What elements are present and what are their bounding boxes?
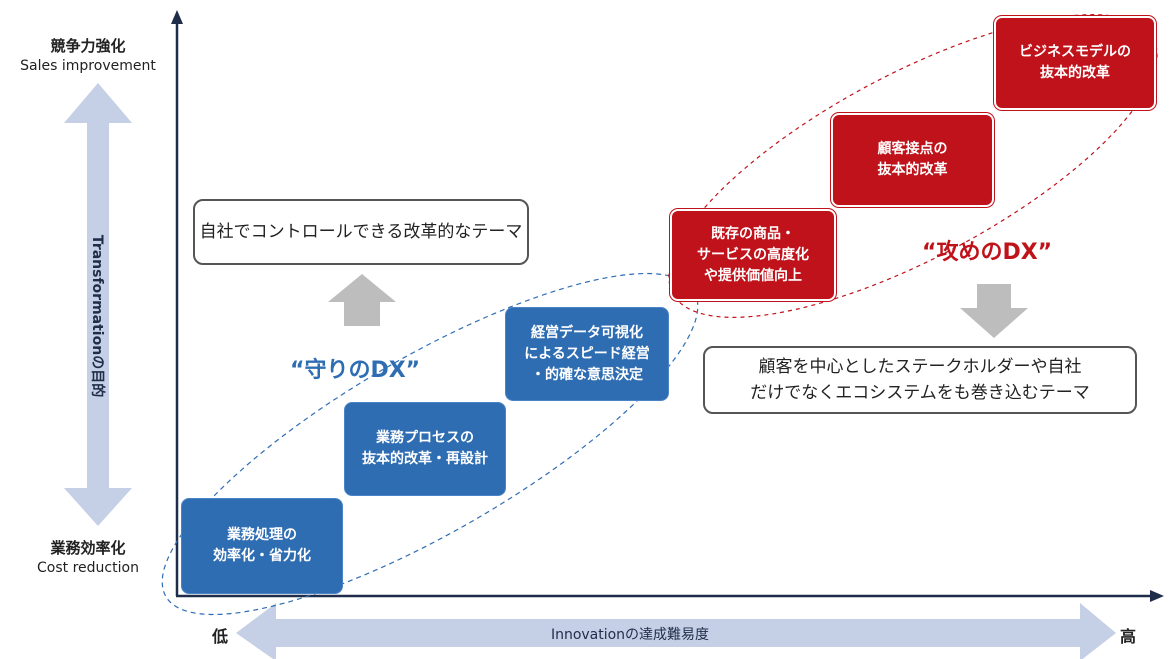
up-arrow [328, 274, 396, 326]
vertical-double-arrow [64, 83, 132, 526]
defensive-step-2: 業務プロセスの 抜本的改革・再設計 [344, 402, 506, 496]
x-axis-high-label: 高 [1120, 627, 1137, 646]
y-axis-bottom-label-en: Cost reduction [37, 560, 139, 576]
offensive-step-3: ビジネスモデルの 抜本的改革 [994, 16, 1156, 110]
y-axis-top-label: 競争力強化 Sales improvement [8, 36, 168, 76]
offensive-dx-label: “攻めのDX” [922, 240, 1053, 265]
offensive-theme-box: 顧客を中心としたステークホルダーや自社 だけでなくエコシステムをも巻き込むテーマ [703, 346, 1137, 414]
x-axis-low-label: 低 [212, 627, 229, 646]
defensive-step-3: 経営データ可視化 によるスピード経営 ・的確な意思決定 [505, 307, 669, 401]
x-axis-arrow-label: Innovationの達成難易度 [550, 627, 710, 643]
y-axis-arrow-label: Transformationの目的 [89, 234, 105, 398]
y-axis-arrowhead [171, 10, 183, 24]
down-arrow [960, 284, 1028, 338]
y-axis-top-label-jp: 競争力強化 [50, 37, 126, 55]
offensive-step-1: 既存の商品・ サービスの高度化 や提供価値向上 [670, 209, 836, 301]
horizontal-double-arrow [236, 603, 1116, 659]
x-axis-arrowhead [1150, 590, 1164, 602]
defensive-dx-label: “守りのDX” [290, 358, 421, 383]
y-axis-bottom-label-jp: 業務効率化 [50, 539, 126, 557]
y-axis-bottom-label: 業務効率化 Cost reduction [8, 538, 168, 578]
defensive-step-1: 業務処理の 効率化・省力化 [181, 498, 343, 594]
defensive-theme-box: 自社でコントロールできる改革的なテーマ [193, 199, 529, 265]
offensive-step-2: 顧客接点の 抜本的改革 [831, 113, 994, 207]
y-axis-top-label-en: Sales improvement [20, 58, 156, 74]
